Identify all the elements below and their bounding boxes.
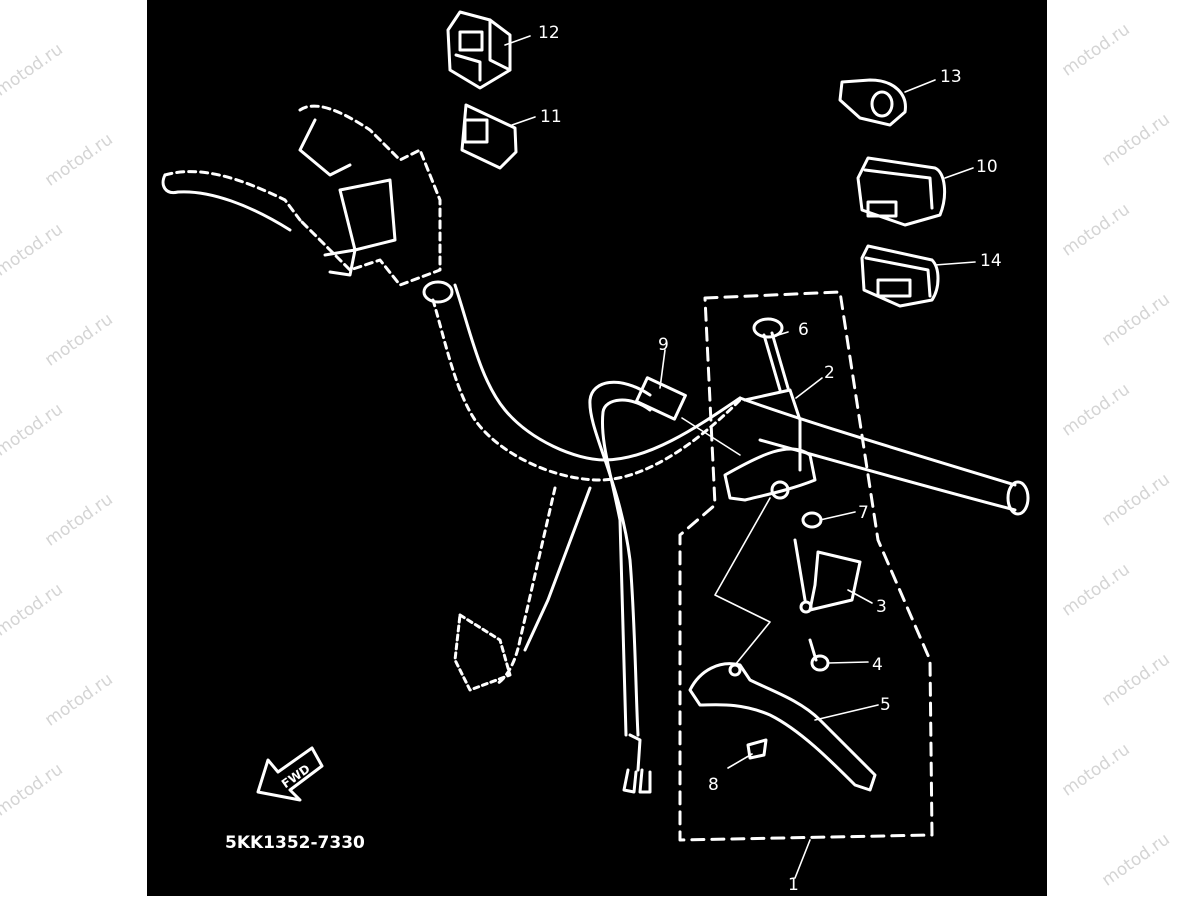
part-12-switch: [446, 10, 512, 90]
watermark-text: motod.ru: [1098, 109, 1174, 171]
callout-4: 4: [872, 655, 883, 675]
callout-2: 2: [824, 363, 835, 383]
clutch-cable: [588, 376, 687, 794]
watermark-text: motod.ru: [0, 219, 67, 281]
part-code: 5KK1352-7330: [225, 833, 365, 853]
watermark-text: motod.ru: [1058, 739, 1134, 801]
callout-12: 12: [538, 23, 560, 43]
callout-5: 5: [880, 695, 891, 715]
watermark-text: motod.ru: [41, 669, 117, 731]
callout-labels: 1 2 3 4 5 6 7 8 9 10 11 12 13 14: [538, 23, 1002, 895]
parts-diagram: 1 2 3 4 5 6 7 8 9 10 11 12 13 14 FWD 5KK…: [147, 0, 1047, 896]
watermark-text: motod.ru: [41, 309, 117, 371]
callout-11: 11: [540, 107, 562, 127]
callout-3: 3: [876, 597, 887, 617]
watermark-text: motod.ru: [41, 489, 117, 551]
nut-7: [801, 511, 823, 529]
assembly-outline: [678, 290, 934, 842]
handlebar: [431, 283, 1030, 692]
watermark-text: motod.ru: [1058, 379, 1134, 441]
watermark-text: motod.ru: [1098, 829, 1174, 891]
watermark-text: motod.ru: [0, 759, 67, 821]
clutch-lever: [688, 662, 877, 792]
watermark-text: motod.ru: [41, 129, 117, 191]
watermark-text: motod.ru: [1098, 649, 1174, 711]
diagram-canvas: 1 2 3 4 5 6 7 8 9 10 11 12 13 14 FWD 5KK…: [161, 10, 1030, 895]
callout-13: 13: [940, 67, 962, 87]
watermark-text: motod.ru: [1098, 469, 1174, 531]
lever-bracket: [723, 388, 817, 502]
callout-14: 14: [980, 251, 1002, 271]
callout-1: 1: [788, 875, 799, 895]
watermark-text: motod.ru: [1098, 289, 1174, 351]
watermark-text: motod.ru: [1058, 559, 1134, 621]
part-14-cover: [860, 244, 940, 308]
watermark-text: motod.ru: [1058, 19, 1134, 81]
callout-7: 7: [858, 503, 869, 523]
fwd-arrow-icon: [256, 746, 324, 802]
part-11-switch: [460, 103, 518, 170]
callout-10: 10: [976, 157, 998, 177]
watermark-text: motod.ru: [0, 39, 67, 101]
watermark-text: motod.ru: [0, 579, 67, 641]
part-13-cap: [838, 78, 907, 127]
left-margin: motod.ru motod.ru motod.ru motod.ru moto…: [0, 0, 147, 896]
pin-8: [746, 738, 768, 760]
bolt-6: [752, 317, 790, 392]
watermark-text: motod.ru: [1058, 199, 1134, 261]
callout-8: 8: [708, 775, 719, 795]
leader-lines: [504, 35, 976, 879]
clutch-switch: [793, 538, 862, 614]
screw-4: [808, 638, 830, 672]
part-10-cover: [856, 156, 947, 227]
callout-9: 9: [658, 335, 669, 355]
left-switch-assembly: [161, 104, 454, 304]
callout-6: 6: [798, 320, 809, 340]
right-margin: motod.ru motod.ru motod.ru motod.ru moto…: [1047, 0, 1194, 896]
watermark-text: motod.ru: [0, 399, 67, 461]
